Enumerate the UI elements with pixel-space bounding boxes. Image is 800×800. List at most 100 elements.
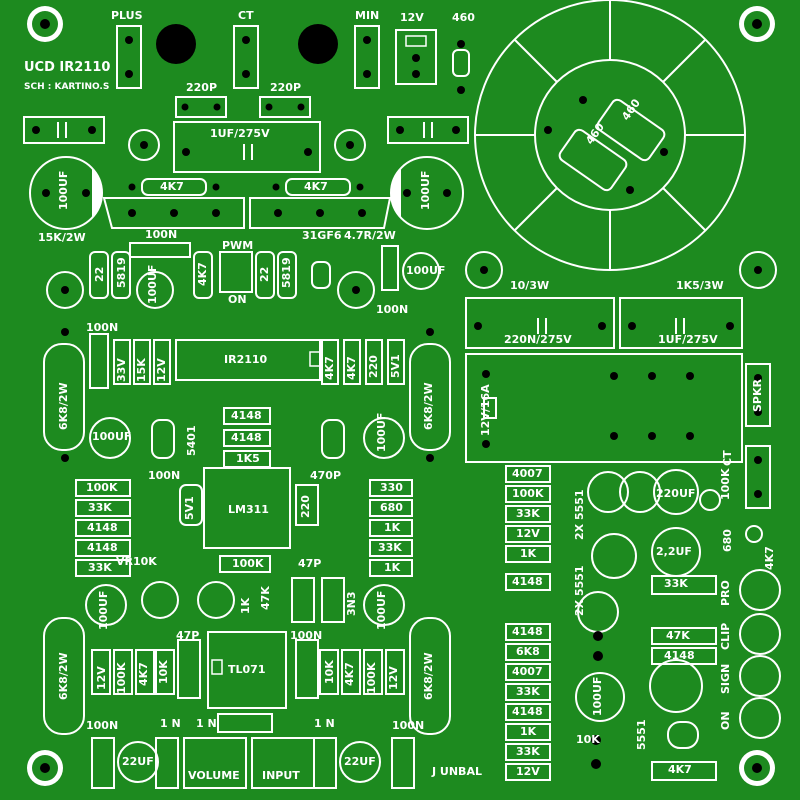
label-conn-volume: VOLUME (188, 769, 240, 782)
label-on: ON (228, 293, 247, 306)
label-pwm: PWM (222, 239, 254, 252)
res-4k7-a (128, 178, 220, 196)
label-cap-100n-a: 100N (145, 228, 178, 241)
label-res-10k-b: 10K (323, 660, 336, 684)
label-res-22-b: 22 (258, 266, 271, 282)
label-res-1k-d: 1K (520, 547, 537, 560)
label-31gf6: 31GF6 (302, 229, 342, 242)
label-res-4k7-e: 4K7 (345, 356, 358, 380)
label-res-6k8-2w-d: 6K8/2W (422, 652, 435, 700)
mounting-hole-tl (27, 6, 63, 42)
board-subtitle: SCH : KARTINO.S (24, 82, 110, 92)
label-zener-12v-d: 12V (516, 527, 540, 540)
label-zener-5v1: 5V1 (389, 354, 402, 378)
label-res-4k7-f: 4K7 (137, 662, 150, 686)
label-cap-100uf-d: 100UF (375, 412, 388, 452)
label-cap-220n-275v: 220N/275V (504, 333, 572, 346)
conn-ct2 (745, 445, 771, 509)
label-cap-220uf: 220UF (656, 487, 696, 500)
label-cap-100uf-b: 100UF (406, 264, 446, 277)
label-res-4k7-g: 4K7 (343, 662, 356, 686)
label-res-33k-g: 33K (664, 577, 688, 590)
label-res-33k-e: 33K (516, 685, 540, 698)
label-relay: 12V/16A (479, 384, 492, 436)
label-cap-100n-g: 100N (392, 719, 425, 732)
mosfet-right (249, 197, 392, 229)
label-zener-5v1-b: 5V1 (183, 496, 196, 520)
label-res-680: 680 (380, 501, 403, 514)
label-res-33k-d: 33K (516, 507, 540, 520)
label-ic-ir2110: IR2110 (224, 353, 268, 366)
cap-100uf-right (390, 156, 464, 230)
label-res-220: 220 (367, 355, 380, 378)
label-zener-12v-b: 12V (95, 666, 108, 690)
label-cap-100n-b: 100N (376, 303, 409, 316)
label-min: MIN (355, 9, 380, 22)
label-cap-47p-a: 47P (298, 557, 322, 570)
label-conn-unbal: J UNBAL (432, 765, 482, 778)
label-cap-100n-e: 100N (290, 629, 323, 642)
label-cap-3n3: 3N3 (345, 591, 358, 616)
label-res-15k: 15K (135, 358, 148, 382)
label-res-10k-c: 10K (576, 733, 600, 746)
label-cap-1n-c: 1 N (314, 717, 335, 730)
label-res-10-3w: 10/3W (510, 279, 550, 292)
board-title: UCD IR2110 (24, 60, 111, 75)
label-res-100k-f: 100K (719, 468, 732, 501)
ic-ir2110 (175, 339, 321, 381)
label-diode-4007-a: 4007 (512, 467, 543, 480)
cap-220n-275v (465, 297, 615, 349)
label-res-6k8-2w-a: 6K8/2W (57, 382, 70, 430)
label-cap-220p-b: 220P (270, 81, 302, 94)
label-res-6k8-2w-b: 6K8/2W (422, 382, 435, 430)
label-res-6k8: 6K8 (516, 645, 540, 658)
big-hole-left (156, 24, 196, 64)
label-cap-100uf-f: 100UF (375, 590, 388, 630)
label-res-220-b: 220 (299, 495, 312, 518)
label-cap-1uf-275v: 1UF/275V (210, 127, 270, 140)
label-cap-22uf-a: 22UF (122, 755, 154, 768)
label-conn-input: INPUT (262, 769, 300, 782)
label-res-100k-d: 100K (365, 662, 378, 695)
label-zener-12v: 12V (155, 358, 168, 382)
label-res-1k-c: 1K (239, 597, 252, 614)
label-12v: 12V (400, 11, 424, 24)
label-cap-220p-a: 220P (186, 81, 218, 94)
label-ic-lm311: LM311 (228, 503, 269, 516)
label-led-pro: PRO (719, 580, 732, 606)
mounting-hole-tr (739, 6, 775, 42)
ic-tl071 (207, 631, 287, 709)
label-res-33k-a: 33K (88, 501, 112, 514)
conn-min (354, 25, 380, 89)
conn-spkr (745, 363, 771, 427)
label-cap-47p-b: 47P (176, 629, 200, 642)
label-res-15k-2w: 15K/2W (38, 231, 86, 244)
label-cap-100uf-c: 100UF (92, 430, 132, 443)
label-460: 460 (452, 11, 475, 24)
label-res-10k-a: 10K (157, 660, 170, 684)
label-res-4k7-h: 4K7 (763, 546, 776, 570)
label-diode-5819-a: 5819 (115, 257, 128, 288)
mosfet-left (102, 197, 245, 229)
cap-220p-a (175, 96, 227, 118)
conn-12v (395, 29, 437, 85)
label-ct: CT (238, 9, 254, 22)
cap-film-left (23, 116, 105, 144)
label-ic-tl071: TL071 (228, 663, 266, 676)
label-cap-100uf-right: 100UF (419, 170, 432, 210)
label-cap-22uf-b: 22UF (344, 755, 376, 768)
label-res-1k-b: 1K (384, 561, 401, 574)
label-q-5551-a: 2X 5551 (573, 489, 586, 540)
conn-ct (233, 25, 259, 89)
label-res-4k7-a: 4K7 (160, 180, 184, 193)
label-cap-100uf-g: 100UF (591, 676, 604, 716)
label-res-47r-2w: 4.7R/2W (344, 229, 396, 242)
label-cap-100uf-a: 100UF (146, 264, 159, 304)
label-res-100k-c: 100K (115, 662, 128, 695)
label-res-47k-b: 47K (666, 629, 690, 642)
relay (465, 353, 743, 463)
label-ct2: CT (721, 450, 734, 466)
label-cap-1uf-275v-b: 1UF/275V (658, 333, 718, 346)
mounting-hole-bl (27, 750, 63, 786)
